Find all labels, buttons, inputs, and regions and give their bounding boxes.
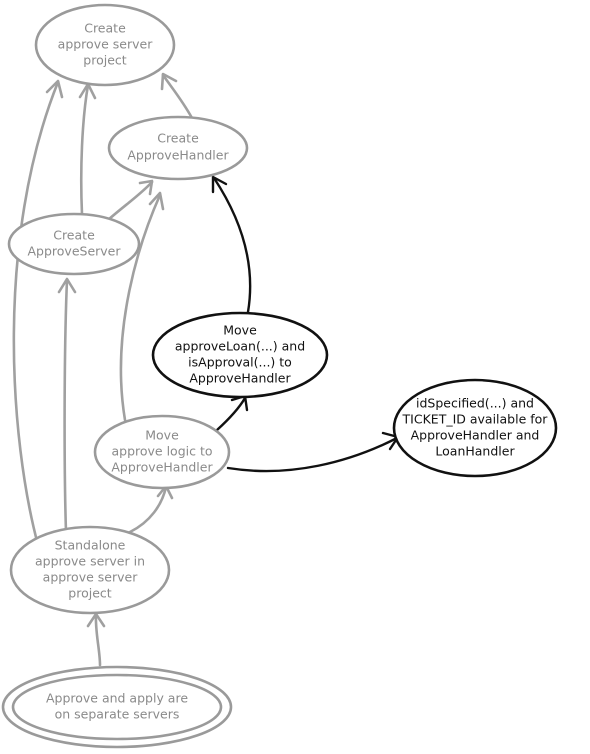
node-standalone-approve-server: Standalone approve server in approve ser…	[9, 525, 171, 615]
node-create-approve-server: Create ApproveServer	[7, 212, 141, 276]
node-id-specified-line-3: ApproveHandler and	[411, 428, 540, 443]
node-create-approve-handler-line-1: Create	[157, 131, 199, 146]
node-move-approve-loan-line-1: Move	[223, 323, 257, 338]
node-standalone-approve-server-line-3: approve server	[43, 570, 139, 585]
node-move-approve-logic-line-1: Move	[145, 428, 179, 443]
edge-create-server-to-create-handler	[106, 179, 154, 222]
edge-create-handler-to-create-project	[160, 72, 194, 120]
node-standalone-approve-server-line-4: project	[68, 586, 111, 601]
node-create-approve-server-line-1: Create	[53, 228, 95, 243]
node-move-approve-logic-line-3: ApproveHandler	[111, 460, 213, 475]
edge-move-logic-to-create-handler	[119, 191, 165, 422]
node-move-approve-loan-line-3: isApproval(...) to	[188, 355, 292, 370]
node-move-approve-logic-line-2: approve logic to	[111, 444, 212, 459]
node-id-specified-line-4: LoanHandler	[435, 444, 515, 459]
edge-create-server-to-create-project	[78, 82, 97, 216]
edges	[12, 72, 400, 667]
node-move-approve-loan: Move approveLoan(...) and isApproval(...…	[151, 311, 329, 399]
node-goal-separate-servers: Approve and apply are on separate server…	[1, 665, 233, 749]
node-standalone-approve-server-line-1: Standalone	[55, 538, 126, 553]
node-create-approve-handler-line-2: ApproveHandler	[127, 148, 229, 163]
edge-standalone-to-create-project	[12, 79, 64, 547]
edge-move-logic-to-move-loan	[215, 394, 249, 432]
node-id-specified-line-1: idSpecified(...) and	[416, 396, 534, 411]
edge-standalone-to-create-server	[57, 277, 77, 534]
node-standalone-approve-server-line-2: approve server in	[35, 554, 145, 569]
node-create-approve-server-project-line-2: approve server	[58, 37, 154, 52]
node-id-specified-line-2: TICKET_ID available for	[402, 412, 549, 427]
node-goal-separate-servers-line-1: Approve and apply are	[46, 691, 188, 706]
node-move-approve-logic: Move approve logic to ApproveHandler	[93, 414, 231, 490]
node-create-approve-server-project-line-1: Create	[84, 21, 126, 36]
node-create-approve-handler: Create ApproveHandler	[107, 115, 249, 181]
node-move-approve-loan-line-2: approveLoan(...) and	[175, 339, 305, 354]
edge-move-loan-to-create-handler	[211, 175, 252, 314]
edge-standalone-to-move-logic	[128, 484, 174, 534]
node-create-approve-server-line-2: ApproveServer	[27, 244, 121, 259]
node-move-approve-loan-line-4: ApproveHandler	[189, 371, 291, 386]
node-id-specified: idSpecified(...) and TICKET_ID available…	[392, 378, 558, 478]
node-create-approve-server-project-line-3: project	[83, 53, 126, 68]
edge-separate-to-standalone	[86, 612, 106, 667]
node-goal-separate-servers-line-2: on separate servers	[55, 707, 180, 722]
node-create-approve-server-project: Create approve server project	[34, 3, 176, 87]
edge-move-logic-to-id-specified	[226, 431, 400, 473]
